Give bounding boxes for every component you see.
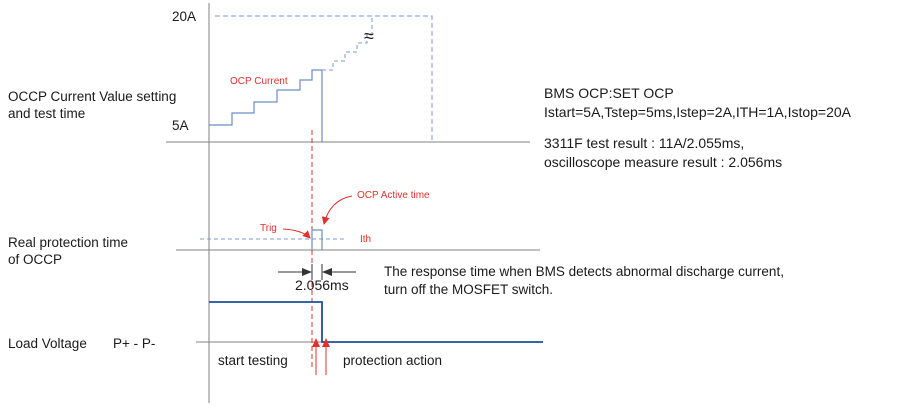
ocp-current-staircase (209, 69, 323, 142)
ith-label: Ith (360, 234, 372, 245)
occp-label-line1: OCCP Current Value setting (8, 89, 177, 104)
protection-action-label: protection action (343, 353, 443, 368)
duration-arrow-right (322, 268, 332, 276)
y-label-5a: 5A (172, 118, 189, 133)
response-time-line1: The response time when BMS detects abnor… (384, 264, 784, 279)
load-voltage-trace (209, 301, 543, 343)
test-result-line1: 3311F test result : 11A/2.055ms, (544, 135, 745, 151)
test-result-line2: oscilloscope measure result : 2.056ms (544, 154, 783, 170)
duration-label: 2.056ms (295, 277, 349, 293)
response-time-line2: turn off the MOSFET switch. (384, 282, 554, 297)
protection-step (311, 229, 323, 250)
ocp-active-arrow (321, 195, 353, 225)
load-voltage-label: Load Voltage (8, 336, 87, 351)
ocp-active-time-label: OCP Active time (357, 190, 430, 201)
real-protection-label-line2: of OCCP (8, 252, 63, 267)
trig-label: Trig (260, 223, 277, 234)
start-testing-label: start testing (218, 353, 288, 368)
ocp-current-continuation (322, 16, 373, 71)
start-testing-arrow-head (312, 338, 320, 347)
bms-setting-line1: BMS OCP:SET OCP (544, 85, 674, 101)
ocp-current-label: OCP Current (230, 76, 288, 87)
approx-symbol: ≈ (364, 26, 374, 46)
real-protection-label-line1: Real protection time (8, 235, 129, 250)
trig-arrow (282, 228, 311, 239)
p-plus-minus-label: P+ - P- (113, 336, 156, 351)
occp-label-line2: and test time (8, 106, 86, 121)
bms-setting-line2: Istart=5A,Tstep=5ms,Istep=2A,ITH=1A,Isto… (544, 104, 852, 120)
duration-arrow-left (302, 268, 312, 276)
protection-action-arrow-head (322, 338, 330, 347)
istop-dashed-level (215, 15, 433, 142)
y-label-20a: 20A (172, 9, 197, 24)
